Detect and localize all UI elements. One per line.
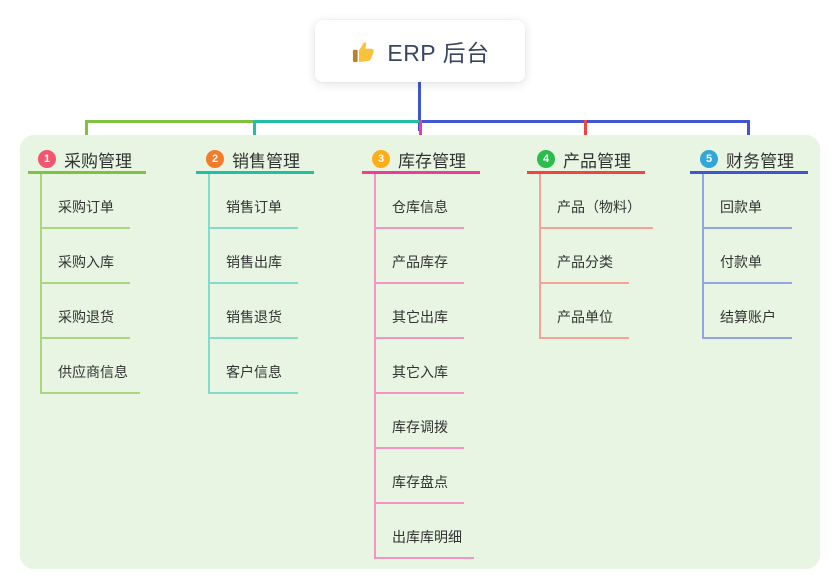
connector-drop-product: [584, 120, 587, 144]
branch-node-product[interactable]: 4 产品管理: [527, 148, 645, 174]
branch-finance: 5 财务管理 回款单 付款单 结算账户: [690, 148, 820, 339]
leaf-label: 回款单: [720, 199, 762, 215]
leaf-node[interactable]: 出库库明细: [376, 504, 474, 559]
root-node[interactable]: ERP 后台: [315, 20, 525, 82]
leaf-label: 客户信息: [226, 364, 282, 380]
leaf-label: 仓库信息: [392, 199, 448, 215]
branch-inventory: 3 库存管理 仓库信息 产品库存 其它出库 其它入库 库存调拨 库存盘点 出库库…: [362, 148, 492, 559]
branch-node-sales[interactable]: 2 销售管理: [196, 148, 314, 174]
branch-children: 回款单 付款单 结算账户: [702, 174, 792, 339]
branch-node-purchase[interactable]: 1 采购管理: [28, 148, 146, 174]
leaf-node[interactable]: 仓库信息: [376, 174, 464, 229]
connector-horizontal-middle: [255, 120, 421, 123]
branch-number-badge: 3: [372, 150, 390, 168]
branch-node-finance[interactable]: 5 财务管理: [690, 148, 808, 174]
leaf-label: 产品分类: [557, 254, 613, 270]
connector-horizontal-left: [85, 120, 255, 123]
connector-drop-finance: [747, 120, 750, 144]
branch-number-badge: 2: [206, 150, 224, 168]
leaf-node[interactable]: 产品单位: [541, 284, 629, 339]
leaf-label: 采购订单: [58, 199, 114, 215]
leaf-label: 销售退货: [226, 309, 282, 325]
leaf-label: 库存调拨: [392, 419, 448, 435]
leaf-label: 其它出库: [392, 309, 448, 325]
leaf-node[interactable]: 产品分类: [541, 229, 629, 284]
thumbs-up-icon: [353, 41, 375, 62]
leaf-node[interactable]: 采购订单: [42, 174, 130, 229]
leaf-node[interactable]: 销售出库: [210, 229, 298, 284]
branch-product: 4 产品管理 产品（物料） 产品分类 产品单位: [527, 148, 657, 339]
connector-root-vertical: [418, 82, 421, 131]
branch-label: 库存管理: [398, 151, 466, 171]
branch-label: 采购管理: [64, 151, 132, 171]
leaf-node[interactable]: 结算账户: [704, 284, 792, 339]
branch-children: 销售订单 销售出库 销售退货 客户信息: [208, 174, 298, 394]
branch-label: 财务管理: [726, 151, 794, 171]
leaf-node[interactable]: 客户信息: [210, 339, 298, 394]
branches-panel: [20, 135, 820, 569]
connector-drop-purchase: [85, 120, 88, 144]
branch-number-badge: 4: [537, 150, 555, 168]
branch-label: 销售管理: [232, 151, 300, 171]
leaf-label: 销售订单: [226, 199, 282, 215]
branch-label: 产品管理: [563, 151, 631, 171]
branch-node-inventory[interactable]: 3 库存管理: [362, 148, 480, 174]
leaf-label: 产品单位: [557, 309, 613, 325]
leaf-label: 付款单: [720, 254, 762, 270]
branch-number-badge: 5: [700, 150, 718, 168]
leaf-node[interactable]: 产品（物料）: [541, 174, 653, 229]
leaf-label: 库存盘点: [392, 474, 448, 490]
branch-children: 采购订单 采购入库 采购退货 供应商信息: [40, 174, 140, 394]
leaf-node[interactable]: 采购入库: [42, 229, 130, 284]
leaf-node[interactable]: 其它出库: [376, 284, 464, 339]
branch-sales: 2 销售管理 销售订单 销售出库 销售退货 客户信息: [196, 148, 326, 394]
connector-drop-sales: [253, 120, 256, 144]
branch-purchase: 1 采购管理 采购订单 采购入库 采购退货 供应商信息: [28, 148, 158, 394]
leaf-label: 产品（物料）: [557, 199, 641, 215]
leaf-label: 销售出库: [226, 254, 282, 270]
leaf-label: 供应商信息: [58, 364, 128, 380]
leaf-label: 其它入库: [392, 364, 448, 380]
leaf-label: 产品库存: [392, 254, 448, 270]
leaf-node[interactable]: 付款单: [704, 229, 792, 284]
leaf-node[interactable]: 采购退货: [42, 284, 130, 339]
leaf-label: 采购入库: [58, 254, 114, 270]
leaf-node[interactable]: 销售退货: [210, 284, 298, 339]
connector-drop-inventory: [419, 120, 422, 144]
branch-number-badge: 1: [38, 150, 56, 168]
leaf-label: 出库库明细: [392, 529, 462, 545]
leaf-node[interactable]: 其它入库: [376, 339, 464, 394]
leaf-label: 采购退货: [58, 309, 114, 325]
root-title: ERP 后台: [387, 40, 490, 66]
leaf-node[interactable]: 销售订单: [210, 174, 298, 229]
leaf-node[interactable]: 产品库存: [376, 229, 464, 284]
leaf-node[interactable]: 库存调拨: [376, 394, 464, 449]
leaf-node[interactable]: 供应商信息: [42, 339, 140, 394]
branch-children: 仓库信息 产品库存 其它出库 其它入库 库存调拨 库存盘点 出库库明细: [374, 174, 474, 559]
leaf-label: 结算账户: [720, 309, 776, 325]
leaf-node[interactable]: 回款单: [704, 174, 792, 229]
branch-children: 产品（物料） 产品分类 产品单位: [539, 174, 653, 339]
leaf-node[interactable]: 库存盘点: [376, 449, 464, 504]
